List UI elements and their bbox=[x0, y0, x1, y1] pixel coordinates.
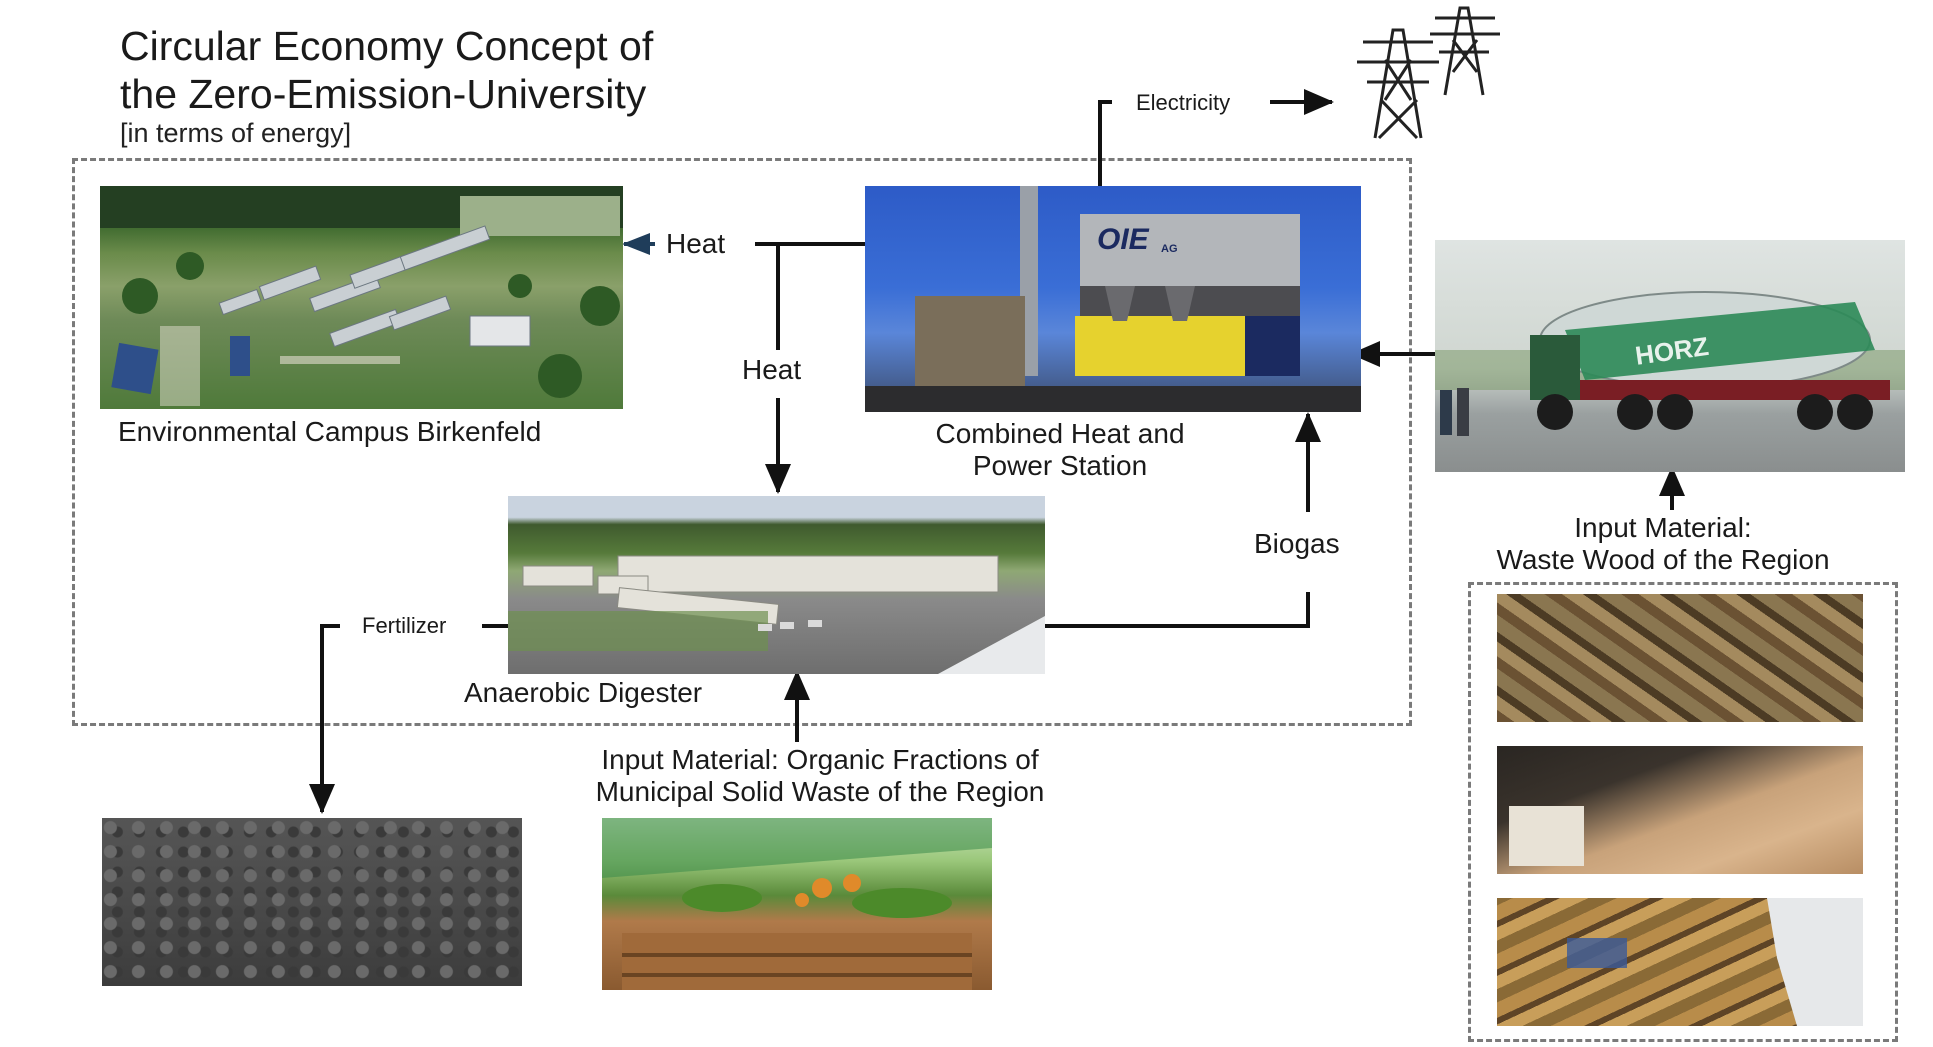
fertilizer-compost-photo bbox=[102, 818, 522, 986]
organic-input-label: Input Material: Organic Fractions of Mun… bbox=[540, 744, 1100, 808]
chp-logo-text: OIE bbox=[1097, 223, 1150, 256]
waste-wood-photo-3 bbox=[1497, 898, 1863, 1026]
university-boundary bbox=[72, 158, 1412, 726]
waste-wood-truck-photo: HORZ bbox=[1435, 240, 1905, 472]
anaerobic-digester-photo bbox=[508, 496, 1045, 674]
organic-label-line-1: Input Material: Organic Fractions of bbox=[601, 744, 1039, 775]
waste-wood-label-line-1: Input Material: bbox=[1574, 512, 1752, 543]
chp-logo-small-text: AG bbox=[1161, 243, 1178, 255]
heat-to-digester-label: Heat bbox=[742, 354, 802, 385]
heat-to-campus-label: Heat bbox=[666, 228, 726, 259]
waste-wood-photo-2 bbox=[1497, 746, 1863, 874]
biogas-label: Biogas bbox=[1254, 528, 1340, 559]
chp-label-line-2: Power Station bbox=[972, 450, 1148, 481]
electricity-label: Electricity bbox=[1136, 90, 1231, 115]
chp-label-line-1: Combined Heat and bbox=[935, 418, 1185, 449]
campus-aerial-photo bbox=[100, 186, 623, 409]
waste-wood-label-line-2: Waste Wood of the Region bbox=[1496, 544, 1830, 575]
organic-waste-photo bbox=[602, 818, 992, 990]
power-pylon-icon bbox=[1357, 6, 1500, 140]
waste-wood-input-label: Input Material: Waste Wood of the Region bbox=[1458, 512, 1868, 576]
title-line-1: Circular Economy Concept of bbox=[120, 23, 654, 69]
campus-label: Environmental Campus Birkenfeld bbox=[118, 416, 542, 447]
diagram-title: Circular Economy Concept of the Zero-Emi… bbox=[120, 22, 653, 118]
organic-label-line-2: Municipal Solid Waste of the Region bbox=[595, 776, 1045, 807]
fertilizer-label: Fertilizer bbox=[362, 613, 447, 638]
title-line-2: the Zero-Emission-University bbox=[120, 71, 647, 117]
anaerobic-digester-label: Anaerobic Digester bbox=[464, 677, 703, 708]
diagram-subtitle: [in terms of energy] bbox=[120, 118, 352, 148]
biogas-line bbox=[1045, 592, 1310, 628]
fertilizer-arrow bbox=[309, 624, 340, 814]
waste-wood-group-boundary bbox=[1468, 582, 1898, 1042]
electricity-line bbox=[1098, 100, 1112, 186]
waste-wood-photo-1 bbox=[1497, 594, 1863, 722]
chp-label: Combined Heat and Power Station bbox=[880, 418, 1240, 482]
chp-station-photo: OIE AG bbox=[865, 186, 1361, 412]
